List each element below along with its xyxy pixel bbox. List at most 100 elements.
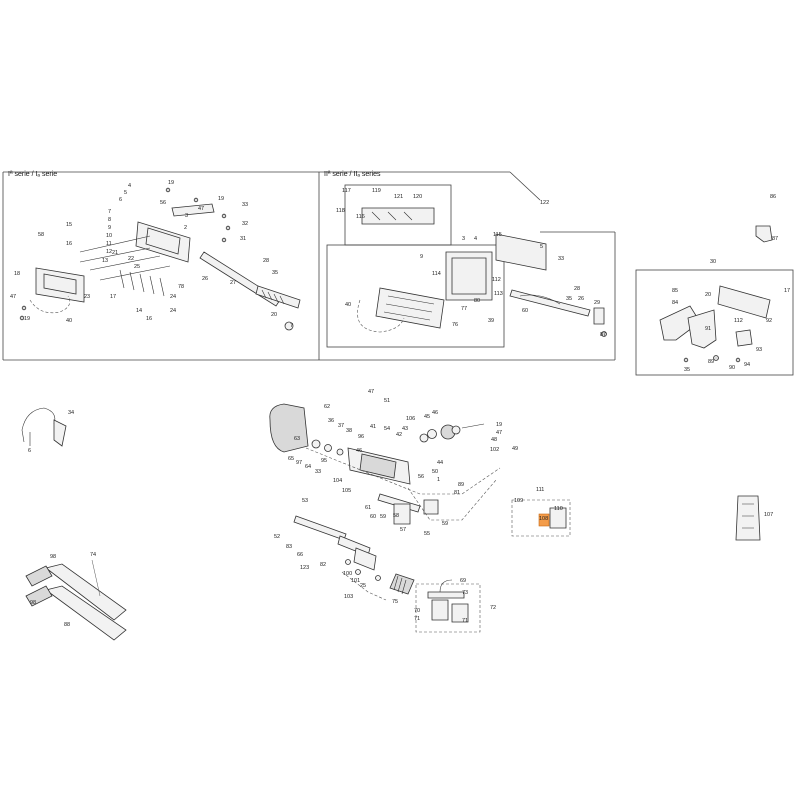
part-callout-115: 115 <box>493 232 502 238</box>
part-callout-98: 98 <box>30 600 36 606</box>
tubes <box>25 559 127 641</box>
part-callout-77: 77 <box>461 306 467 312</box>
part-callout-4: 4 <box>474 236 477 242</box>
part-callout-76: 76 <box>452 322 458 328</box>
part-callout-17: 17 <box>784 288 790 294</box>
part-callout-46: 46 <box>356 448 362 454</box>
part-callout-6: 6 <box>119 197 122 203</box>
handle-panel <box>635 269 794 376</box>
part-callout-43: 43 <box>402 426 408 432</box>
part-callout-108: 108 <box>539 516 548 522</box>
part-callout-62: 62 <box>324 404 330 410</box>
part-callout-6: 6 <box>28 448 31 454</box>
part-callout-13: 13 <box>102 258 108 264</box>
part-callout-39: 39 <box>488 318 494 324</box>
part-callout-85: 85 <box>672 288 678 294</box>
part-callout-120: 120 <box>413 194 422 200</box>
part-callout-5: 5 <box>540 244 543 250</box>
part-callout-24: 24 <box>170 308 176 314</box>
part-callout-119: 119 <box>372 188 381 194</box>
series-2-assembly <box>357 207 607 337</box>
part-callout-98: 98 <box>50 554 56 560</box>
part-callout-50: 50 <box>432 469 438 475</box>
series-2-title: IIª serie / IIₐ series <box>324 171 381 178</box>
part-callout-70: 70 <box>414 608 420 614</box>
part-callout-36: 36 <box>328 418 334 424</box>
part-callout-5: 5 <box>124 190 127 196</box>
part-callout-10: 10 <box>106 233 112 239</box>
part-callout-26: 26 <box>202 276 208 282</box>
part-callout-93: 93 <box>756 347 762 353</box>
gearbox-assembly <box>269 403 501 601</box>
part-callout-28: 28 <box>263 258 269 264</box>
part-callout-18: 18 <box>14 271 20 277</box>
part-callout-116: 116 <box>356 214 365 220</box>
part-callout-109: 109 <box>514 498 523 504</box>
part-callout-41: 41 <box>370 424 376 430</box>
part-callout-7: 7 <box>290 323 293 329</box>
part-callout-88: 88 <box>64 622 70 628</box>
part-callout-114: 114 <box>432 271 441 277</box>
part-callout-111: 111 <box>536 487 544 493</box>
part-callout-106: 106 <box>406 416 415 422</box>
part-callout-112: 112 <box>734 318 743 324</box>
part-callout-51: 51 <box>384 398 390 404</box>
part-callout-38: 38 <box>346 428 352 434</box>
part-callout-21: 21 <box>112 250 118 256</box>
part-callout-22: 22 <box>128 256 134 262</box>
hook-part <box>21 407 67 447</box>
part-callout-20: 20 <box>271 312 277 318</box>
part-callout-14: 14 <box>136 308 142 314</box>
part-callout-90: 90 <box>729 365 735 371</box>
part-callout-35: 35 <box>566 296 572 302</box>
part-callout-58: 58 <box>393 513 399 519</box>
part-callout-35: 35 <box>684 367 690 373</box>
part-callout-15: 15 <box>66 222 72 228</box>
part-callout-34: 34 <box>68 410 74 416</box>
part-callout-33: 33 <box>558 256 564 262</box>
part-callout-40: 40 <box>345 302 351 308</box>
part-callout-82: 82 <box>320 562 326 568</box>
part-callout-103: 103 <box>344 594 353 600</box>
part-callout-29: 29 <box>594 300 600 306</box>
part-callout-53: 53 <box>302 498 308 504</box>
part-callout-47: 47 <box>368 389 374 395</box>
part-callout-52: 52 <box>274 534 280 540</box>
part-callout-96: 96 <box>358 434 364 440</box>
part-callout-17: 17 <box>110 294 116 300</box>
part-callout-16: 16 <box>146 316 152 322</box>
part-callout-81: 81 <box>454 490 460 496</box>
part-callout-58: 58 <box>38 232 44 238</box>
part-callout-60: 60 <box>522 308 528 314</box>
part-callout-4: 4 <box>128 183 131 189</box>
part-callout-56: 56 <box>160 200 166 206</box>
part-callout-91: 91 <box>705 326 711 332</box>
part-callout-11: 11 <box>106 241 112 247</box>
part-callout-112: 112 <box>492 277 501 283</box>
part-callout-24: 24 <box>170 294 176 300</box>
series-1-title: Iª serie / Iₐ serie <box>8 171 57 178</box>
part-callout-19: 19 <box>496 422 502 428</box>
part-callout-44: 44 <box>437 460 443 466</box>
part-callout-28: 28 <box>574 286 580 292</box>
part-callout-117: 117 <box>342 188 351 194</box>
part-callout-35: 35 <box>272 270 278 276</box>
part-callout-3: 3 <box>185 213 188 219</box>
part-callout-30: 30 <box>710 259 716 265</box>
series-2-main-box <box>326 244 505 348</box>
part-callout-37: 37 <box>338 423 344 429</box>
part-callout-45: 45 <box>424 414 430 420</box>
part-callout-87: 87 <box>600 332 606 338</box>
part-callout-107: 107 <box>764 512 773 518</box>
part-callout-121: 121 <box>394 194 403 200</box>
series-1-assembly <box>19 187 301 331</box>
part-callout-19: 19 <box>24 316 30 322</box>
part-callout-47: 47 <box>10 294 16 300</box>
part-callout-89: 89 <box>708 359 714 365</box>
part-callout-33: 33 <box>242 202 248 208</box>
part-callout-57: 57 <box>400 527 406 533</box>
part-callout-47: 47 <box>198 206 204 212</box>
part-callout-84: 84 <box>672 300 678 306</box>
part-callout-101: 101 <box>351 578 360 584</box>
